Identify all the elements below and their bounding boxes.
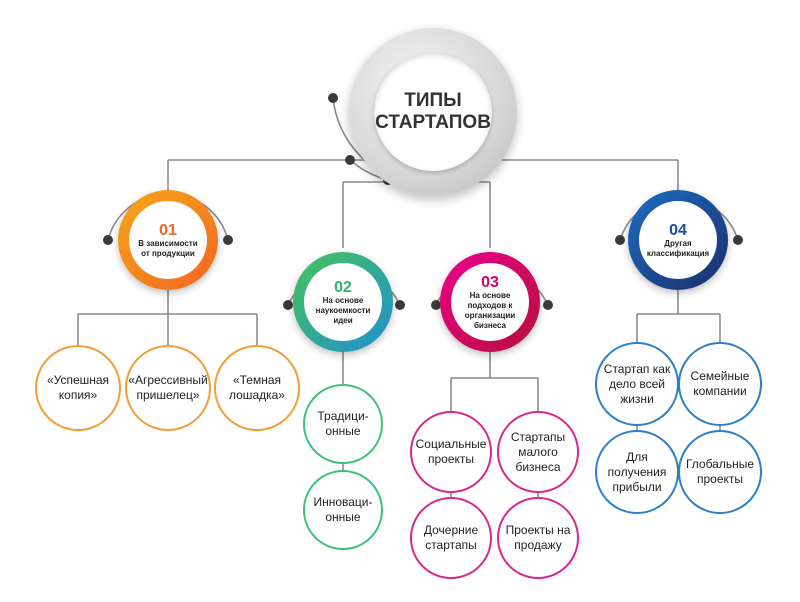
- root-title: ТИПЫ СТАРТАПОВ: [375, 90, 491, 133]
- connector-dot: [283, 300, 293, 310]
- connector-dot: [328, 93, 338, 103]
- leaf-item: Дочерние стартапы: [410, 497, 492, 579]
- leaf-item: Инноваци- онные: [303, 470, 383, 550]
- category-label: На основе подходов к организации бизнеса: [464, 290, 516, 330]
- leaf-item: Традици- онные: [303, 384, 383, 464]
- connector-dot: [395, 300, 405, 310]
- category-number: 03: [481, 273, 499, 291]
- leaf-item: Для получения прибыли: [595, 430, 679, 514]
- leaf-item: Стартап как дело всей жизни: [595, 342, 679, 426]
- root-node: ТИПЫ СТАРТАПОВ: [349, 28, 517, 196]
- category-number: 02: [334, 278, 352, 296]
- category-01-node: 01 В зависимости от продукции: [118, 190, 218, 290]
- connector-dot: [615, 235, 625, 245]
- category-number: 01: [159, 221, 177, 239]
- connector-dot: [431, 300, 441, 310]
- category-label: В зависимости от продукции: [138, 238, 198, 258]
- connector-dot: [223, 235, 233, 245]
- category-04-node: 04 Другая классификация: [628, 190, 728, 290]
- leaf-item: «Успешная копия»: [35, 345, 121, 431]
- leaf-item: «Темная лошадка»: [214, 345, 300, 431]
- leaf-item: Социальные проекты: [410, 411, 492, 493]
- leaf-item: Семейные компании: [678, 342, 762, 426]
- connector-dot: [103, 235, 113, 245]
- connector-dot: [733, 235, 743, 245]
- connector-dot: [543, 300, 553, 310]
- leaf-item: «Агрессивный пришелец»: [125, 345, 211, 431]
- connector-dot: [345, 155, 355, 165]
- category-number: 04: [669, 221, 687, 239]
- leaf-item: Глобальные проекты: [678, 430, 762, 514]
- leaf-item: Стартапы малого бизнеса: [497, 411, 579, 493]
- category-03-node: 03 На основе подходов к организации бизн…: [440, 252, 540, 352]
- category-label: Другая классификация: [646, 238, 710, 258]
- root-inner: ТИПЫ СТАРТАПОВ: [374, 53, 492, 171]
- leaf-item: Проекты на продажу: [497, 497, 579, 579]
- category-02-node: 02 На основе наукоемкости идеи: [293, 252, 393, 352]
- category-label: На основе наукоемкости идеи: [315, 295, 371, 325]
